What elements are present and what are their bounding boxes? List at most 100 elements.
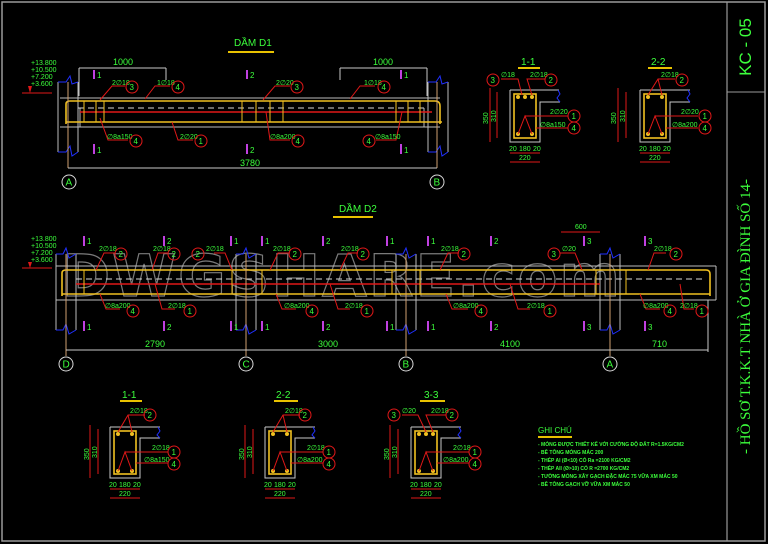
svg-text:1: 1 xyxy=(234,323,239,332)
svg-text:350: 350 xyxy=(611,112,618,124)
svg-text:2: 2 xyxy=(326,237,331,246)
svg-text:2∅18: 2∅18 xyxy=(130,408,148,415)
svg-text:4: 4 xyxy=(668,307,673,316)
svg-text:+7.200: +7.200 xyxy=(31,250,53,257)
svg-text:2∅18: 2∅18 xyxy=(168,303,186,310)
general-notes: GHI CHÚ - MÓNG ĐƯỢC THIẾT KẾ VỚI CƯỜNG Đ… xyxy=(538,420,723,489)
svg-text:1: 1 xyxy=(404,71,409,80)
svg-text:1: 1 xyxy=(97,71,102,80)
svg-text:1: 1 xyxy=(431,323,436,332)
d2-section-2-2: 2-2 2∅18 2 2∅18 1 ∅8a200 4 350 310 20 18… xyxy=(239,390,336,499)
svg-text:2∅18: 2∅18 xyxy=(453,445,471,452)
svg-text:3000: 3000 xyxy=(318,339,338,349)
svg-text:3: 3 xyxy=(552,250,557,259)
svg-text:1: 1 xyxy=(199,137,204,146)
svg-text:∅20: ∅20 xyxy=(562,246,576,253)
svg-text:220: 220 xyxy=(274,491,286,498)
svg-text:710: 710 xyxy=(652,339,667,349)
svg-text:4: 4 xyxy=(172,460,177,469)
note-item: - BÊ TÔNG MÓNG MÁC 200 xyxy=(538,450,604,456)
note-item: - THÉP AII (Ø>10) CÓ R =2700 KG/CM2 xyxy=(538,466,630,472)
note-item: - BÊ TÔNG GẠCH VỠ VỮA XM MÁC 50 xyxy=(538,482,630,488)
svg-text:2: 2 xyxy=(293,250,298,259)
svg-text:4: 4 xyxy=(572,124,577,133)
svg-text:2: 2 xyxy=(494,323,499,332)
svg-text:2∅18: 2∅18 xyxy=(341,246,359,253)
svg-text:B: B xyxy=(434,178,441,189)
note-item: - MÓNG ĐƯỢC THIẾT KẾ VỚI CƯỜNG ĐỘ ĐẤT R=… xyxy=(538,442,684,448)
svg-text:220: 220 xyxy=(519,155,531,162)
svg-text:2∅20: 2∅20 xyxy=(681,109,699,116)
svg-text:180: 180 xyxy=(420,482,432,489)
svg-text:2: 2 xyxy=(119,250,124,259)
svg-text:2∅18: 2∅18 xyxy=(527,303,545,310)
svg-text:1∅18: 1∅18 xyxy=(157,80,175,87)
svg-text:180: 180 xyxy=(649,146,661,153)
sheet-title: - HỒ SƠ T.K.K.T NHÀ Ở GIA ĐÌNH SỐ 14- xyxy=(737,179,754,454)
svg-text:+3.600: +3.600 xyxy=(31,81,53,88)
svg-text:20: 20 xyxy=(663,146,671,153)
svg-text:2: 2 xyxy=(326,323,331,332)
svg-text:∅8a200: ∅8a200 xyxy=(643,303,669,310)
svg-text:+10.500: +10.500 xyxy=(31,243,57,250)
svg-text:220: 220 xyxy=(119,491,131,498)
svg-text:3: 3 xyxy=(491,76,496,85)
note-item: - TƯỜNG MÓNG XÂY GẠCH ĐẶC MÁC 75 VỮA XM … xyxy=(538,474,678,480)
svg-text:2: 2 xyxy=(167,323,172,332)
svg-text:3: 3 xyxy=(130,83,135,92)
level-marker-icon xyxy=(28,86,32,93)
svg-text:∅8a150: ∅8a150 xyxy=(107,134,133,141)
svg-text:4: 4 xyxy=(327,460,332,469)
svg-text:2: 2 xyxy=(250,146,255,155)
beam-d1: DẦM D1 +13.800 +10.500 +7.200 +3.600 100… xyxy=(22,36,449,190)
svg-text:∅8a150: ∅8a150 xyxy=(375,134,401,141)
d1-span-dim: 3780 xyxy=(240,158,260,168)
svg-text:1: 1 xyxy=(390,237,395,246)
svg-text:1: 1 xyxy=(97,146,102,155)
svg-text:+10.500: +10.500 xyxy=(31,67,57,74)
svg-text:1: 1 xyxy=(365,307,370,316)
svg-text:+3.600: +3.600 xyxy=(31,257,53,264)
note-item: - THÉP AI (Ø<10) CÓ Ra =2100 KG/CM2 xyxy=(538,458,631,464)
d1-section-2-2: 2-2 2∅18 2 2∅20 1 ∅8a200 4 350 310 20 18… xyxy=(611,57,712,163)
svg-text:+13.800: +13.800 xyxy=(31,60,57,67)
svg-text:2∅18: 2∅18 xyxy=(206,246,224,253)
svg-text:220: 220 xyxy=(649,155,661,162)
svg-text:1-1: 1-1 xyxy=(122,390,137,401)
svg-text:3: 3 xyxy=(295,83,300,92)
svg-text:20: 20 xyxy=(410,482,418,489)
svg-text:∅8a150: ∅8a150 xyxy=(540,122,566,129)
svg-text:2: 2 xyxy=(196,250,201,259)
svg-text:350: 350 xyxy=(84,448,91,460)
svg-text:2: 2 xyxy=(462,250,467,259)
svg-text:+7.200: +7.200 xyxy=(31,74,53,81)
svg-text:1: 1 xyxy=(265,237,270,246)
beam-d1-title: DẦM D1 xyxy=(234,36,272,49)
svg-text:2: 2 xyxy=(680,76,685,85)
svg-text:310: 310 xyxy=(92,446,99,458)
svg-text:1: 1 xyxy=(548,307,553,316)
axis-bubble-b xyxy=(429,174,445,190)
svg-text:1: 1 xyxy=(473,448,478,457)
d2-section-1-1: 1-1 2∅18 2 2∅18 1 ∅8a150 4 350 310 20 18… xyxy=(84,390,181,499)
svg-text:2790: 2790 xyxy=(145,339,165,349)
svg-text:1-1: 1-1 xyxy=(521,57,536,68)
svg-text:2: 2 xyxy=(250,71,255,80)
svg-text:180: 180 xyxy=(274,482,286,489)
svg-text:A: A xyxy=(66,178,73,189)
svg-text:∅8a200: ∅8a200 xyxy=(284,303,310,310)
svg-text:∅8a200: ∅8a200 xyxy=(105,303,131,310)
svg-text:20: 20 xyxy=(509,146,517,153)
svg-text:20: 20 xyxy=(133,482,141,489)
svg-text:2∅18: 2∅18 xyxy=(431,408,449,415)
svg-text:350: 350 xyxy=(384,448,391,460)
svg-text:1: 1 xyxy=(234,237,239,246)
svg-text:2∅18: 2∅18 xyxy=(345,303,363,310)
beam-d2: DẦM D2 +13.800 +10.500 +7.200 +3.600 xyxy=(22,202,717,372)
svg-text:310: 310 xyxy=(392,446,399,458)
sheet-code: KC - 05 xyxy=(736,18,756,76)
svg-text:∅8a200: ∅8a200 xyxy=(672,122,698,129)
svg-text:B: B xyxy=(403,360,410,371)
svg-text:20: 20 xyxy=(288,482,296,489)
